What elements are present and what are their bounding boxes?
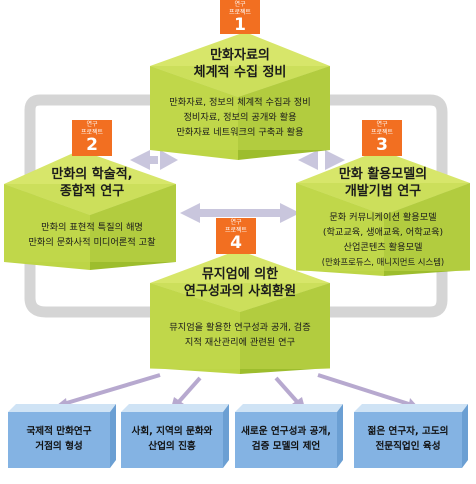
outcome-line: 국제적 만화연구: [26, 426, 92, 437]
title-line: 만화의 학술적,: [51, 167, 133, 182]
outcome-box-2: [121, 404, 229, 468]
outcome-box-3: [235, 404, 343, 468]
project-4-cube: [150, 250, 330, 374]
title-line: 뮤지엄에 의한: [201, 267, 279, 282]
badge-label-bottom: 프로젝트: [228, 9, 252, 16]
project-2-badge: 연구 프로젝트 2: [72, 120, 112, 156]
body-line: 문화 커뮤니케이션 활용모델: [329, 212, 437, 223]
badge-number: 1: [234, 15, 246, 35]
body-line: 만화자료, 정보의 체계적 수집과 정비: [169, 97, 311, 108]
badge-label-top: 연구: [86, 121, 98, 128]
outcome-3-text: 새로운 연구성과 공개, 검증 모델의 제언: [235, 424, 337, 454]
project-1-badge: 연구 프로젝트 1: [220, 0, 260, 34]
outcome-line: 새로운 연구성과 공개,: [241, 426, 331, 437]
project-3-cube: [296, 150, 470, 276]
project-4-badge: 연구 프로젝트 4: [216, 218, 256, 254]
body-line: 산업콘텐츠 활용모델: [343, 242, 423, 253]
outcome-box-1: [8, 404, 116, 468]
title-line: 연구성과의 사회환원: [183, 284, 297, 299]
badge-number: 2: [86, 135, 98, 155]
body-line: (만화프로듀스, 매니지먼트 시스템): [321, 257, 445, 267]
project-1-cube: [150, 32, 330, 160]
outcome-box-4: [354, 404, 468, 468]
project-4-title: 뮤지엄에 의한 연구성과의 사회환원: [150, 266, 330, 300]
project-2-title: 만화의 학술적, 종합적 연구: [4, 166, 180, 200]
title-line: 종합적 연구: [59, 184, 125, 199]
outcome-line: 검증 모델의 제언: [251, 441, 321, 452]
title-line: 만화 활용모델의: [338, 167, 428, 182]
project-4-body: 뮤지엄을 활용한 연구성과 공개, 검증 지적 재산관리에 관련된 연구: [140, 320, 340, 350]
body-line: 뮤지엄을 활용한 연구성과 공개, 검증: [169, 322, 311, 333]
outcome-1-text: 국제적 만화연구 거점의 형성: [8, 424, 110, 454]
badge-label-top: 연구: [234, 1, 246, 8]
badge-label-bottom: 프로젝트: [224, 227, 248, 234]
title-line: 체계적 수집 정비: [193, 65, 287, 80]
arrow-1-3: [298, 150, 345, 170]
outcome-line: 산업의 진흥: [148, 441, 196, 452]
badge-number: 4: [230, 233, 242, 253]
project-1-title: 만화자료의 체계적 수집 정비: [150, 47, 330, 81]
body-line: 만화자료 네트워크의 구축과 활용: [176, 127, 304, 138]
project-2-cube: [4, 150, 176, 270]
outcome-line: 거점의 형성: [35, 441, 83, 452]
project-3-body: 문화 커뮤니케이션 활용모델 (학교교육, 생애교육, 어학교육) 산업콘텐츠 …: [292, 210, 474, 270]
title-line: 만화자료의: [210, 48, 270, 63]
outcome-2-text: 사회, 지역의 문화와 산업의 진흥: [121, 424, 223, 454]
badge-number: 3: [376, 135, 388, 155]
badge-label-bottom: 프로젝트: [80, 129, 104, 136]
project-2-body: 만화의 표현적 특질의 해명 만화의 문화사적 미디어론적 고찰: [2, 220, 182, 250]
outcome-4-text: 젊은 연구자, 고도의 전문직업인 육성: [354, 424, 462, 454]
outcome-line: 젊은 연구자, 고도의: [367, 426, 449, 437]
body-line: 만화의 표현적 특질의 해명: [41, 222, 143, 233]
outcome-line: 사회, 지역의 문화와: [131, 426, 213, 437]
title-line: 개발기법 연구: [344, 184, 422, 199]
project-3-title: 만화 활용모델의 개발기법 연구: [296, 166, 470, 200]
arrow-2-3: [180, 203, 300, 223]
outcome-line: 전문직업인 육성: [375, 441, 441, 452]
badge-label-top: 연구: [376, 121, 388, 128]
badge-label-bottom: 프로젝트: [370, 129, 394, 136]
body-line: 정비자료, 정보의 공개와 활용: [183, 112, 297, 123]
project-1-body: 만화자료, 정보의 체계적 수집과 정비 정비자료, 정보의 공개와 활용 만화…: [142, 95, 338, 140]
body-line: 지적 재산관리에 관련된 연구: [184, 337, 296, 348]
badge-label-top: 연구: [230, 219, 242, 226]
body-line: 만화의 문화사적 미디어론적 고찰: [28, 237, 156, 248]
arrow-1-2: [130, 150, 178, 170]
project-3-badge: 연구 프로젝트 3: [362, 120, 402, 156]
body-line: (학교교육, 생애교육, 어학교육): [322, 227, 444, 238]
